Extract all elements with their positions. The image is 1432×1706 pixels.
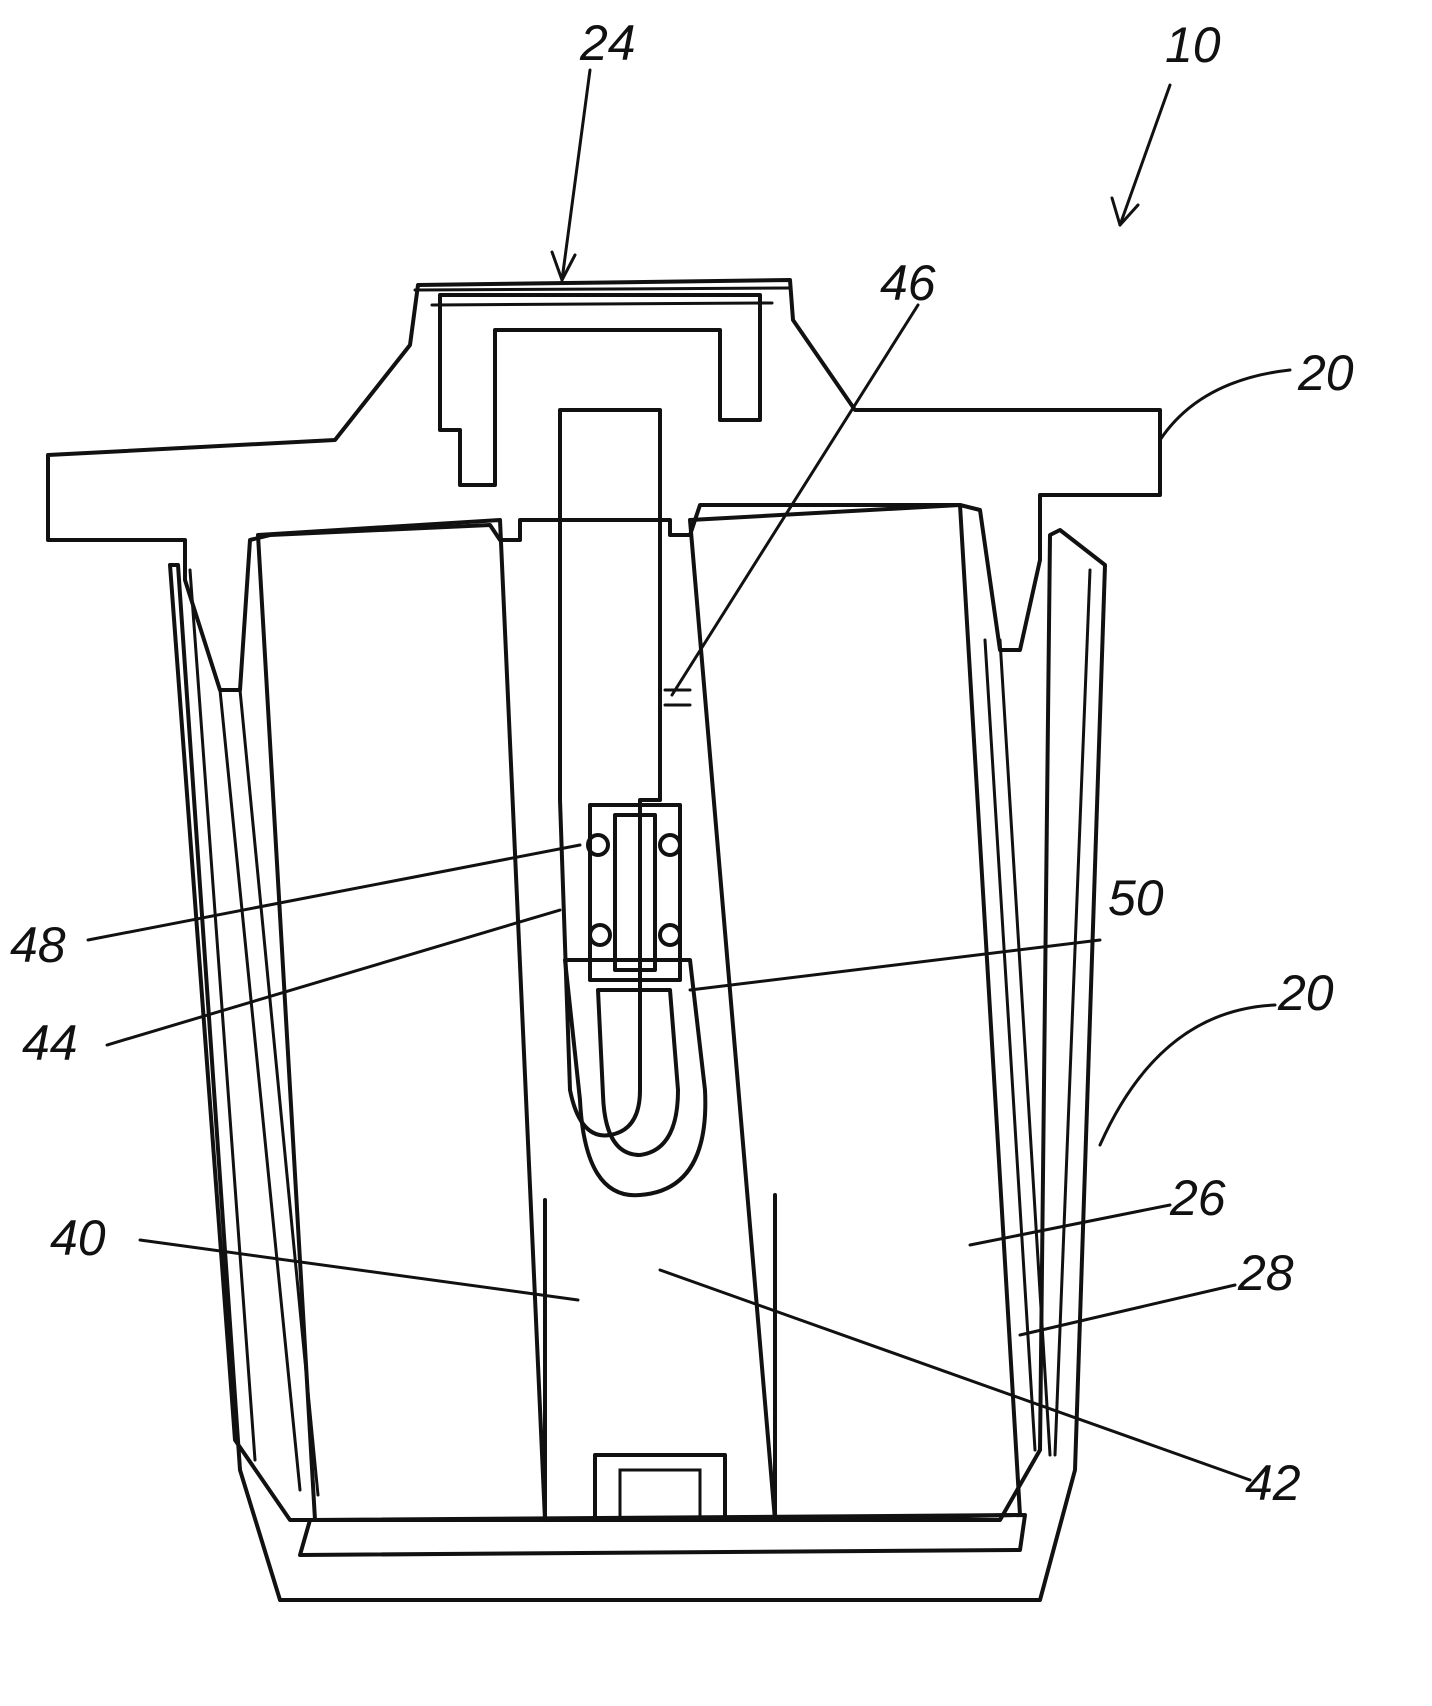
- label-tube: 40: [50, 1210, 106, 1266]
- bottom-block: [593, 1453, 727, 1522]
- ball-left-bottom: [588, 923, 612, 947]
- cage: [588, 803, 682, 982]
- label-housing-side: 20: [1277, 965, 1334, 1021]
- label-plunger: 42: [1245, 1455, 1301, 1511]
- bottom-plate: [298, 1513, 1027, 1557]
- sleeve-left: [218, 688, 320, 1497]
- cap: [438, 293, 762, 487]
- label-core: 26: [1169, 1170, 1226, 1226]
- top-housing: [46, 278, 1162, 692]
- leader-lines: [86, 68, 1292, 1482]
- label-cage: 44: [22, 1015, 78, 1071]
- ball-left-top: [586, 833, 610, 857]
- label-seal: 46: [880, 255, 936, 311]
- outer-can-inner-wall: [188, 568, 1092, 1462]
- core-left: [256, 518, 547, 1522]
- ball-right-top: [658, 833, 682, 857]
- label-ball-left: 48: [10, 917, 66, 973]
- label-housing-top: 20: [1297, 345, 1354, 401]
- label-ball-right: 50: [1108, 870, 1164, 926]
- bottom-block-inner: [618, 1468, 702, 1522]
- lower-channel: [543, 1193, 777, 1522]
- label-sleeve: 28: [1237, 1245, 1294, 1301]
- sleeve-right: [983, 638, 1052, 1457]
- cap-lip: [413, 286, 792, 307]
- tube: [563, 958, 708, 1198]
- label-cap: 24: [579, 15, 636, 71]
- label-assembly: 10: [1165, 17, 1221, 73]
- ball-right-bottom: [658, 923, 682, 947]
- plunger-tip: [596, 988, 680, 1157]
- core-right: [688, 503, 1022, 1522]
- seal-rings: [663, 688, 692, 707]
- stem: [613, 813, 657, 972]
